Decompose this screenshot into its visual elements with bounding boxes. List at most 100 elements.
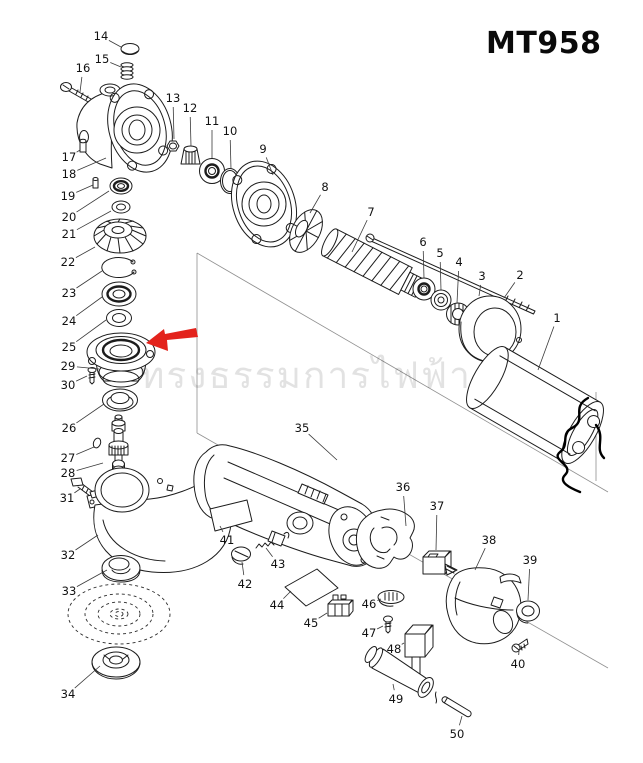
part-34-lock-nut [91, 646, 141, 680]
part-label-40: 40 [511, 657, 526, 671]
part-label-45: 45 [304, 616, 319, 630]
part-37-switch [422, 550, 458, 576]
leader-line-25 [76, 319, 107, 343]
part-label-36: 36 [396, 480, 411, 494]
part-49-cord-guard [364, 646, 434, 698]
part-42-brush-cap [231, 546, 251, 565]
part-26-labyrinth-washer [102, 388, 138, 412]
part-43-carbon-brush [255, 530, 290, 549]
part-5-bearing [430, 289, 452, 311]
part-label-30: 30 [61, 378, 76, 392]
part-16-bolt [60, 82, 92, 104]
leader-line-6 [422, 250, 425, 279]
part-12-pinion [180, 145, 201, 165]
part-label-46: 46 [362, 597, 377, 611]
part-label-9: 9 [259, 142, 266, 156]
part-label-25: 25 [62, 340, 77, 354]
part-44-insulation-sheet [284, 568, 339, 607]
model-title: MT958 [486, 26, 602, 61]
part-label-44: 44 [270, 598, 285, 612]
part-50-cord [434, 691, 472, 718]
part-20-bearing [109, 177, 133, 195]
part-label-42: 42 [238, 577, 253, 591]
leader-line-44 [283, 590, 292, 599]
leader-line-39 [527, 568, 530, 601]
part-label-34: 34 [61, 687, 76, 701]
part-14-cap [120, 43, 140, 55]
part-label-23: 23 [62, 286, 77, 300]
highlight-arrow [146, 328, 198, 351]
part-8-bevel-gear [289, 209, 323, 253]
leader-line-4 [456, 270, 459, 304]
leader-line-34 [74, 665, 101, 689]
leader-line-49 [392, 683, 395, 691]
part-label-17: 17 [62, 150, 77, 164]
leader-line-22 [75, 246, 96, 258]
part-label-16: 16 [76, 61, 91, 75]
leader-line-3 [478, 284, 482, 297]
part-9-bearing-plate [231, 160, 297, 248]
leader-line-47 [376, 625, 384, 630]
part-label-18: 18 [62, 167, 77, 181]
part-label-4: 4 [455, 255, 462, 269]
leader-line-10 [229, 139, 232, 170]
leader-line-28 [76, 462, 104, 471]
part-40-screw [511, 638, 529, 653]
part-label-19: 19 [61, 189, 76, 203]
part-label-50: 50 [450, 727, 465, 741]
leader-line-42 [241, 561, 245, 576]
leader-line-1 [537, 326, 555, 371]
leader-line-9 [265, 157, 274, 176]
part-label-7: 7 [367, 205, 374, 219]
part-label-21: 21 [62, 227, 77, 241]
leader-line-12 [189, 116, 192, 147]
leader-line-15 [110, 62, 122, 68]
leader-line-20 [76, 190, 110, 213]
part-label-10: 10 [223, 124, 238, 138]
leader-line-32 [75, 534, 99, 551]
leader-line-19 [76, 184, 94, 193]
leader-line-33 [76, 569, 108, 587]
part-38-rear-cover [445, 567, 522, 645]
part-41-name-plate [209, 499, 253, 532]
part-label-3: 3 [478, 269, 485, 283]
leader-line-29 [76, 366, 100, 370]
part-2-screw [365, 233, 536, 315]
leader-line-37 [435, 514, 438, 551]
part-27-spindle [108, 414, 129, 475]
part-labels: 1234567891011121314151617181920212223242… [60, 29, 561, 741]
part-label-13: 13 [166, 91, 181, 105]
part-label-49: 49 [389, 692, 404, 706]
part-label-24: 24 [62, 314, 77, 328]
part-label-41: 41 [220, 533, 235, 547]
part-label-38: 38 [482, 533, 497, 547]
part-19-pin [92, 177, 99, 189]
leader-line-41 [219, 525, 224, 533]
part-36-bracket [355, 508, 415, 569]
leader-line-2 [503, 282, 516, 299]
part-23-circlip [101, 257, 137, 278]
part-label-6: 6 [419, 235, 426, 249]
part-label-31: 31 [60, 491, 75, 505]
leader-line-21 [76, 210, 112, 231]
leader-line-38 [474, 547, 486, 571]
part-39-ring [516, 600, 540, 624]
leader-line-43 [265, 547, 273, 558]
part-25-washer [106, 309, 132, 327]
part-label-15: 15 [95, 52, 110, 66]
part-28-pin [92, 437, 102, 449]
part-label-43: 43 [271, 557, 286, 571]
part-18-gear-housing [76, 83, 173, 173]
part-17-pin [79, 138, 87, 153]
part-label-29: 29 [61, 359, 76, 373]
part-1-field [466, 346, 606, 494]
part-46-slide-knob [377, 590, 405, 607]
part-label-12: 12 [183, 101, 198, 115]
part-label-27: 27 [61, 451, 76, 465]
leader-line-35 [308, 433, 338, 461]
part-label-14: 14 [94, 29, 109, 43]
part-33-inner-flange [101, 555, 141, 583]
leader-line-27 [76, 446, 95, 455]
part-label-26: 26 [62, 421, 77, 435]
